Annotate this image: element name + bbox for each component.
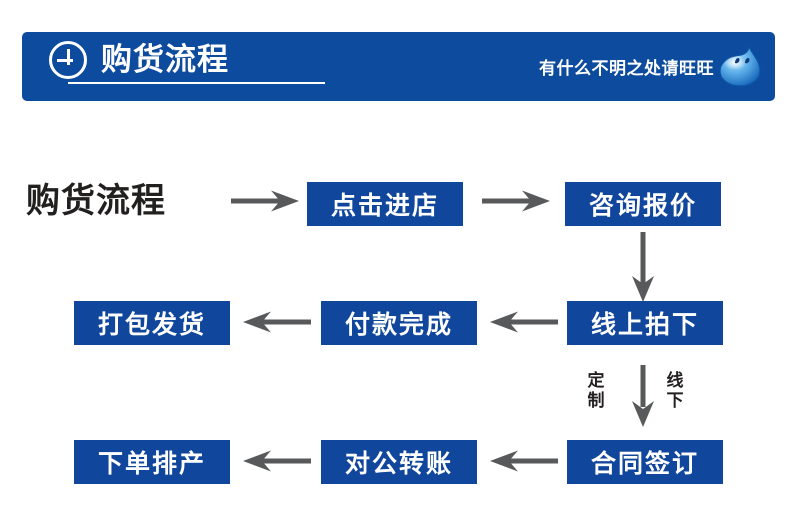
flow-node-n1[interactable]: 点击进店 [307, 182, 463, 226]
header-note-text: 有什么不明之处请旺旺 [539, 59, 714, 79]
flow-node-n5[interactable]: 打包发货 [74, 301, 230, 345]
arrow-left-node7-to-node8 [243, 450, 311, 476]
branch-label-right: 线下 [666, 371, 684, 411]
arrow-left-node3-to-node4 [490, 311, 558, 337]
arrow-left-node4-to-node5 [243, 311, 311, 337]
arrow-down-node2-to-node3 [631, 232, 655, 306]
header-title-group: 购货流程 [49, 41, 229, 79]
arrow-down-node3-to-node6 [630, 365, 656, 431]
flow-node-n3[interactable]: 线上拍下 [567, 301, 723, 345]
plus-circle-icon [49, 41, 87, 79]
section-header-bar: 购货流程 有什么不明之处请旺旺 [22, 32, 775, 101]
arrow-right-node1-to-node2 [482, 190, 550, 216]
flow-node-n8[interactable]: 下单排产 [74, 440, 230, 484]
header-note-group: 有什么不明之处请旺旺 [539, 44, 762, 88]
flow-node-n4[interactable]: 付款完成 [321, 301, 477, 345]
flow-node-n6[interactable]: 合同签订 [567, 440, 723, 484]
header-title: 购货流程 [101, 42, 229, 78]
branch-label-left: 定制 [587, 371, 605, 411]
arrow-left-node6-to-node7 [490, 450, 558, 476]
flow-heading: 购货流程 [26, 180, 166, 221]
header-title-underline [68, 82, 325, 84]
wangwang-icon[interactable] [718, 44, 762, 88]
flow-node-n2[interactable]: 咨询报价 [565, 182, 721, 226]
flow-node-n7[interactable]: 对公转账 [321, 440, 477, 484]
arrow-right-heading-to-node1 [231, 190, 299, 216]
